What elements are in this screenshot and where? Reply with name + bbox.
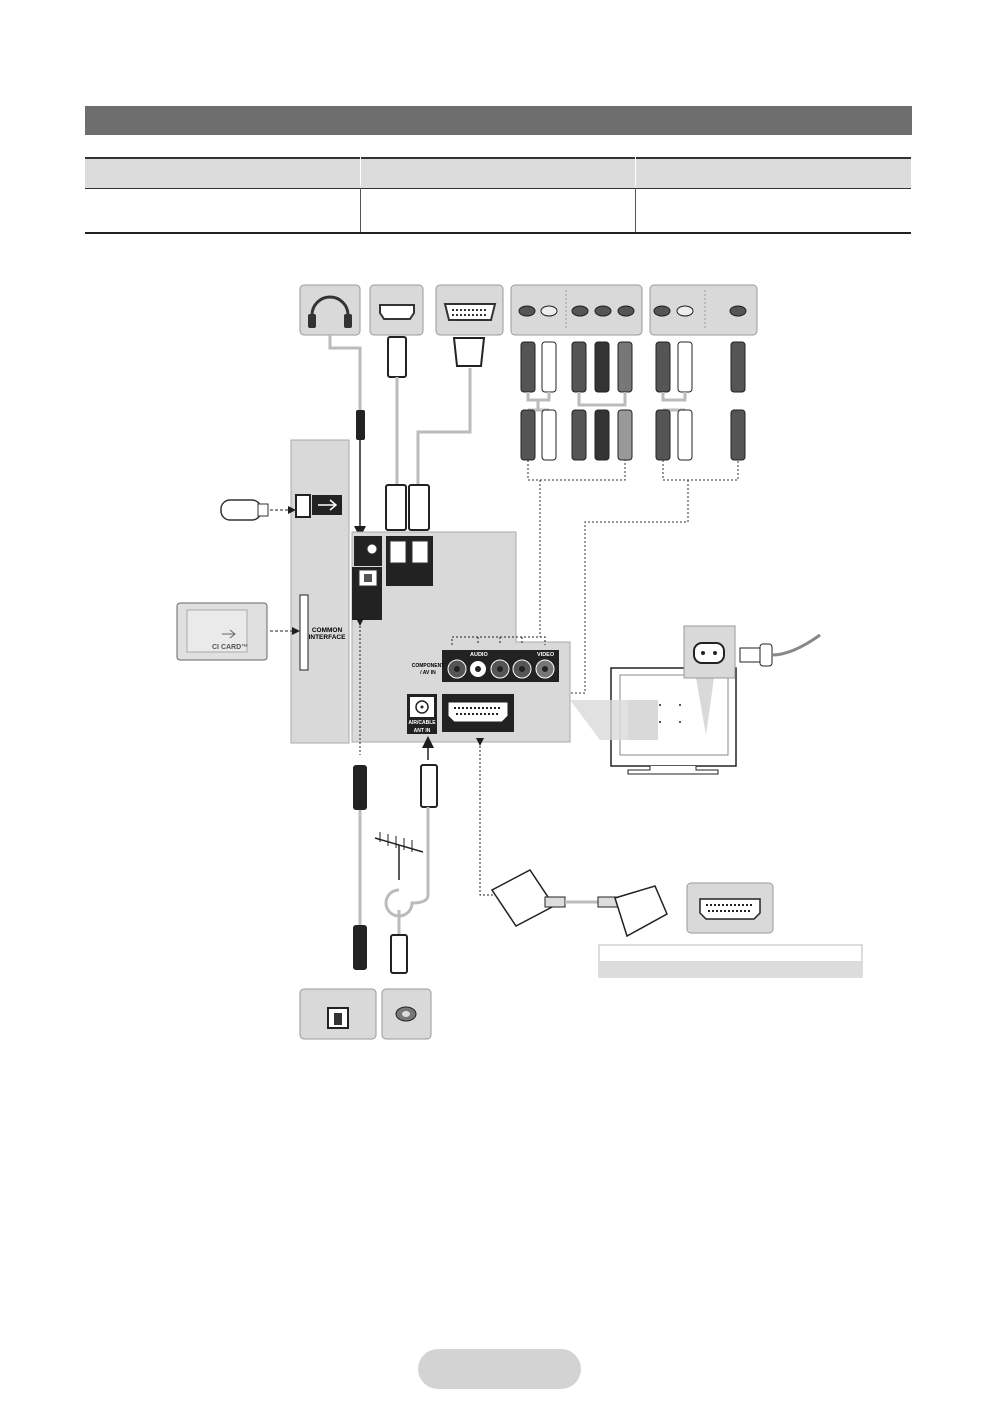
optical-port-icon (364, 574, 372, 582)
component-av-cables (520, 341, 746, 694)
ci-card-label: CI CARD™ (212, 644, 248, 651)
page-number-pill (418, 1349, 581, 1389)
usb-icon (312, 495, 342, 515)
usb-stick (220, 499, 296, 521)
rca-jack-icon (518, 305, 635, 317)
headphone-cable (328, 335, 366, 538)
headphone-jack-icon (366, 543, 378, 555)
scart-cable (476, 738, 668, 938)
component-label: / AV IN (420, 670, 436, 676)
table-cell-divider (360, 188, 361, 233)
headphone-device-box (299, 284, 361, 336)
dvi-cable (408, 337, 486, 531)
audio-label: AUDIO (470, 652, 488, 658)
optical-device-box (299, 988, 377, 1040)
table-header-row (85, 157, 911, 189)
ant-in-label: ANT IN (414, 728, 431, 734)
hdmi-device-box (369, 284, 424, 336)
scart-device-box (686, 882, 774, 934)
headphone-icon (308, 295, 352, 328)
power-socket-icon (693, 642, 725, 664)
tv-rear (570, 667, 737, 775)
dvi-device-box (435, 284, 504, 336)
table-cell-divider (635, 188, 636, 233)
scart-port-icon (447, 701, 509, 723)
av-device-box (649, 284, 758, 336)
antenna-icon (374, 832, 424, 880)
side-panel: COMMON INTERFACE (290, 439, 350, 744)
table-header-divider (635, 157, 636, 186)
ci-card: CI CARD™ (176, 602, 300, 661)
scart-note-box (598, 944, 863, 978)
video-label: VIDEO (537, 652, 555, 658)
power-socket-box (683, 625, 821, 679)
common-interface-label: INTERFACE (309, 634, 347, 641)
hdmi-port-icon (379, 304, 415, 320)
component-label: COMPONENT (412, 663, 445, 669)
section-header-bar (85, 106, 912, 135)
rca-jack-icon (653, 305, 747, 317)
optical-cable (353, 618, 367, 970)
table-bottom-rule (85, 232, 911, 234)
spec-table (85, 157, 911, 234)
table-header-divider (360, 157, 361, 186)
common-interface-label: COMMON (312, 627, 343, 634)
rear-panel: AUDIO VIDEO COMPONENT / AV IN AIR/CABLE … (351, 531, 571, 743)
antenna-cable (374, 736, 438, 974)
antenna-socket-box (381, 988, 432, 1040)
air-cable-label: AIR/CABLE (408, 720, 436, 726)
component-device-box (510, 284, 643, 336)
dvi-port-icon (443, 303, 497, 321)
hdmi-cable (385, 336, 407, 531)
